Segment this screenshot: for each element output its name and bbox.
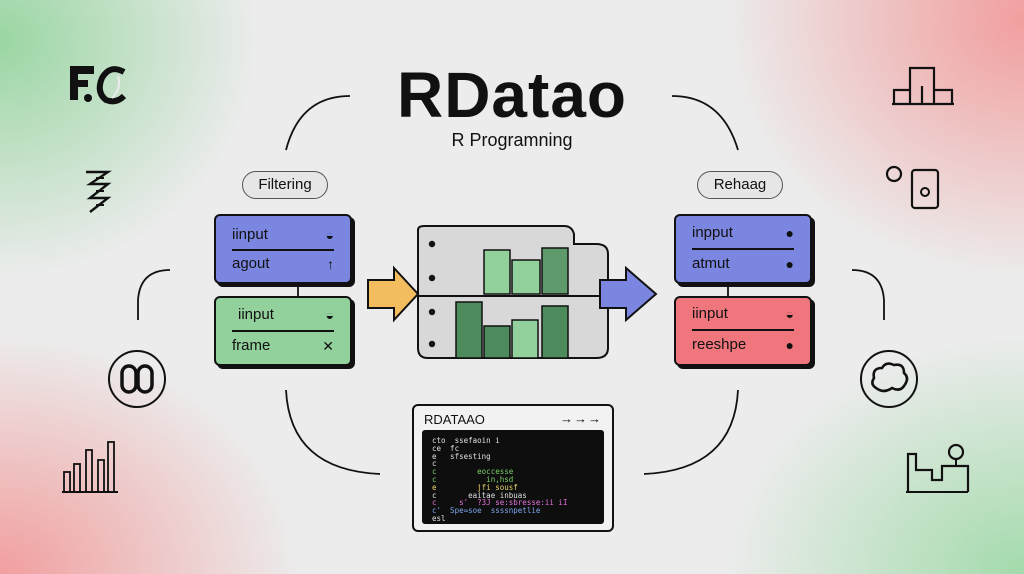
- data-bar: [511, 259, 541, 295]
- connector-mid-left: [137, 269, 171, 320]
- terminal-line: c in,hsd: [432, 475, 514, 484]
- terminal-line: ce fc: [432, 443, 460, 453]
- connector-bottom-left: [285, 389, 381, 475]
- page-subtitle: R Programning: [451, 130, 573, 150]
- right-input-label: inpput: [692, 224, 733, 241]
- left-output-label: agout: [232, 255, 270, 272]
- data-bar: [483, 325, 511, 359]
- card-divider: [232, 330, 334, 332]
- right-input-card: inpput ● atmut ●: [674, 214, 812, 284]
- toggle-dot-icon: ◒: [325, 227, 334, 243]
- connector-mid-right: [851, 269, 885, 320]
- frame-dot: [428, 308, 436, 316]
- terminal-line: c: [432, 459, 437, 469]
- data-bar: [541, 305, 569, 359]
- dot-icon: ●: [785, 337, 794, 353]
- dot-icon: ●: [785, 225, 794, 241]
- toggle-dot-icon: ◒: [325, 307, 334, 323]
- connector-bottom-right: [643, 389, 739, 475]
- terminal-arrows: →→→: [560, 411, 602, 426]
- right-output-row: atmut ●: [692, 253, 794, 275]
- card-divider: [692, 248, 794, 250]
- fc-logo-icon: [70, 66, 127, 105]
- terminal-line: e sfsesting: [432, 451, 491, 461]
- frame-dot: [428, 340, 436, 348]
- terminal-line: c' Spe≈soe ssssnpetlie: [432, 506, 541, 516]
- left-input-row: iinput ◒: [232, 224, 334, 246]
- left-frame-label: frame: [232, 337, 271, 354]
- terminal-line: e jfi sousf: [432, 482, 518, 492]
- arrow-right-icon: [599, 265, 658, 323]
- left-output-row: agout ↑: [232, 253, 334, 275]
- terminal-line: esl: [432, 514, 446, 523]
- card-divider: [232, 249, 334, 251]
- left-frame-card: iinput ◒ frame ✕: [214, 296, 352, 366]
- terminal-line: c eoccesse: [432, 467, 514, 477]
- right-reshape-card: iinput ◒ reeshpe ●: [674, 296, 812, 366]
- dot-icon: ●: [785, 256, 794, 272]
- data-bar: [511, 319, 539, 359]
- left-input-label: iinput: [232, 226, 268, 243]
- double-circle-icon: [108, 350, 166, 408]
- device-icon: [885, 165, 940, 210]
- chart-node-icon: [906, 443, 970, 493]
- page-title: RDatao: [396, 59, 628, 131]
- right-reshape-input-label: iinput: [692, 305, 728, 322]
- right-output-label: atmut: [692, 255, 730, 272]
- toggle-dot-icon: ◒: [785, 306, 794, 322]
- terminal-title: RDATAAO: [424, 412, 485, 427]
- blocks-icon: [892, 66, 954, 106]
- data-bar: [541, 247, 569, 295]
- frame-dot: [428, 240, 436, 248]
- right-input-row: inpput ●: [692, 222, 794, 244]
- right-reshape-input-row: iinput ◒: [692, 303, 794, 325]
- close-icon: ✕: [322, 338, 334, 354]
- terminal-line: c eaitae inbuas: [432, 490, 527, 500]
- zigzag-icon: [86, 170, 112, 213]
- filtering-tag: Filtering: [242, 171, 328, 199]
- lower-bars: [455, 301, 569, 359]
- left-frame-input-label: iinput: [238, 306, 274, 323]
- terminal-line: c s' ?3J se:sbresse:ii iI: [432, 498, 568, 508]
- center-data-frame: [367, 225, 658, 359]
- arrow-up-icon: ↑: [327, 256, 334, 272]
- card-divider: [692, 329, 794, 331]
- terminal-line: cto ssefaoin i: [432, 436, 500, 445]
- right-reshape-label: reeshpe: [692, 336, 747, 353]
- bar-chart-icon: [62, 441, 118, 493]
- data-bar: [483, 249, 511, 295]
- frame-dot: [428, 274, 436, 282]
- connector-top-left: [285, 95, 351, 151]
- upper-bars: [483, 247, 569, 295]
- cloud-circle-icon: [860, 350, 918, 408]
- left-frame-row: frame ✕: [232, 335, 334, 357]
- right-reshape-row: reeshpe ●: [692, 334, 794, 356]
- left-input-card: iinput ◒ agout ↑: [214, 214, 352, 284]
- reshape-tag: Rehaag: [697, 171, 783, 199]
- data-bar: [455, 301, 483, 359]
- left-frame-input-row: iinput ◒: [238, 304, 334, 326]
- arrow-right-icon: [367, 265, 420, 323]
- connector-top-right: [671, 95, 739, 151]
